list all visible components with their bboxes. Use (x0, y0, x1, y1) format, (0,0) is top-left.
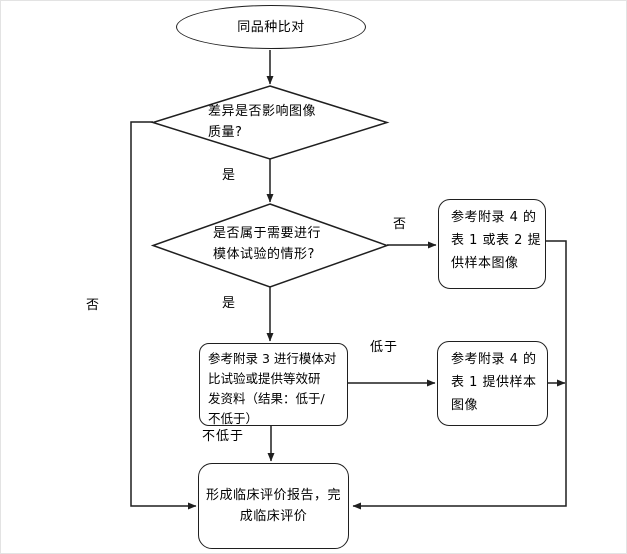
node-start-label: 同品种比对 (237, 19, 305, 35)
node-end: 形成临床评价报告，完 成临床评价 (198, 463, 349, 549)
node-decision2-label: 是否属于需要进行 模体试验的情形? (213, 226, 322, 262)
edge-label-d2-no: 否 (393, 217, 408, 232)
node-ref-table1or2-label: 参考附录 4 的 表 1 或表 2 提 供样本图像 (451, 210, 542, 271)
edge-reftable1or2-to-end (352, 240, 567, 510)
node-phantom-test: 参考附录 3 进行模体对 比试验或提供等效研 发资料（结果：低于/ 不低于） (199, 343, 348, 426)
decision2-shape (150, 203, 390, 288)
node-ref-table1or2: 参考附录 4 的 表 1 或表 2 提 供样本图像 (438, 199, 546, 289)
edge-decision1-no (130, 121, 197, 510)
edge-label-d1-no: 否 (86, 298, 101, 313)
edge-label-d1-yes: 是 (222, 168, 237, 183)
edge-label-not-lower: 不低于 (202, 429, 245, 444)
node-ref-table1: 参考附录 4 的 表 1 提供样本 图像 (437, 341, 548, 426)
node-start: 同品种比对 (176, 5, 366, 49)
node-decision1-label: 差异是否影响图像 质量? (208, 104, 317, 140)
node-phantom-test-label: 参考附录 3 进行模体对 比试验或提供等效研 发资料（结果：低于/ 不低于） (208, 351, 337, 426)
node-end-label: 形成临床评价报告，完 成临床评价 (205, 488, 341, 524)
edge-label-lower: 低于 (370, 340, 399, 355)
edge-label-d2-yes: 是 (222, 296, 237, 311)
node-ref-table1-label: 参考附录 4 的 表 1 提供样本 图像 (451, 352, 537, 413)
decision1-shape (150, 85, 390, 160)
